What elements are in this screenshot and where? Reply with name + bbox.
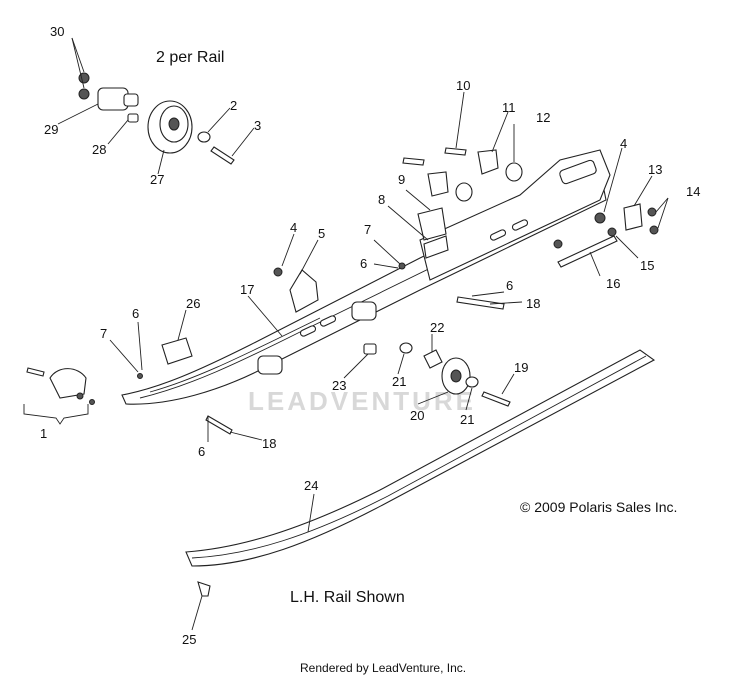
nut-14b — [649, 225, 659, 235]
nut-30a — [78, 72, 90, 84]
callout-22: 22 — [430, 320, 444, 335]
callout-4-left: 4 — [290, 220, 297, 235]
callout-2: 2 — [230, 98, 237, 113]
bolt-19 — [481, 391, 511, 407]
rendered-by-text: Rendered by LeadVenture, Inc. — [300, 661, 466, 675]
callout-15: 15 — [640, 258, 654, 273]
bushing-22 — [423, 349, 443, 369]
callout-bracket-1 — [23, 404, 89, 425]
callout-9: 9 — [398, 172, 405, 187]
callout-25: 25 — [182, 632, 196, 647]
callout-14: 14 — [686, 184, 700, 199]
washer-21b — [465, 376, 479, 388]
wear-bar-24 — [185, 349, 656, 597]
callout-21-left: 21 — [392, 374, 406, 389]
washer-2 — [197, 131, 211, 143]
callout-24: 24 — [304, 478, 318, 493]
callout-10: 10 — [456, 78, 470, 93]
nut-14a — [647, 207, 657, 217]
screw-28 — [127, 113, 139, 123]
callout-30: 30 — [50, 24, 64, 39]
callout-26: 26 — [186, 296, 200, 311]
callout-6-lower: 6 — [198, 444, 205, 459]
callout-12: 12 — [536, 110, 550, 125]
bolt-18-lower — [205, 415, 233, 435]
callout-labels: 30 29 28 27 2 3 10 11 12 4 13 14 9 8 15 … — [40, 24, 700, 647]
per-rail-caption: 2 per Rail — [156, 49, 224, 66]
slider-block-26 — [161, 337, 193, 365]
spacer-8 — [423, 235, 449, 259]
rail-wheel-b — [257, 355, 283, 375]
callout-23: 23 — [332, 378, 346, 393]
callout-6-upper: 6 — [360, 256, 367, 271]
bushing-12 — [505, 162, 523, 182]
callout-20: 20 — [410, 408, 424, 423]
callout-13: 13 — [648, 162, 662, 177]
callout-7-upper: 7 — [364, 222, 371, 237]
watermark-text: LEADVENTURE — [248, 386, 476, 416]
callout-7-left: 7 — [100, 326, 107, 341]
block-11 — [477, 149, 499, 175]
callout-28: 28 — [92, 142, 106, 157]
bolt-18-upper — [456, 296, 505, 310]
callout-29: 29 — [44, 122, 58, 137]
callout-18-lower: 18 — [262, 436, 276, 451]
callout-11: 11 — [502, 100, 516, 115]
nut-4-left — [273, 267, 283, 277]
bracket-13 — [623, 203, 643, 231]
bolt-3 — [210, 146, 235, 165]
callout-3: 3 — [254, 118, 261, 133]
block-9 — [417, 207, 447, 241]
callout-6-left: 6 — [132, 306, 139, 321]
nut-30b — [78, 88, 90, 100]
nut-4-right — [594, 212, 606, 224]
washer-21 — [399, 342, 413, 354]
callout-8: 8 — [378, 192, 385, 207]
block-9-a — [427, 171, 449, 197]
callout-6-right: 6 — [506, 278, 513, 293]
idler-wheel-assembly — [78, 72, 235, 165]
bolt-23 — [363, 343, 377, 355]
callout-4-right: 4 — [620, 136, 627, 151]
callout-18-upper: 18 — [526, 296, 540, 311]
callout-17: 17 — [240, 282, 254, 297]
copyright-text: © 2009 Polaris Sales Inc. — [520, 499, 677, 515]
rail-tip-1 — [49, 368, 87, 399]
callout-19: 19 — [514, 360, 528, 375]
front-bracket-5 — [289, 269, 319, 313]
shaft-16 — [557, 235, 618, 268]
washer-15 — [607, 227, 617, 237]
slide-rail — [26, 149, 611, 405]
screw-25 — [197, 581, 211, 597]
callout-1: 1 — [40, 426, 47, 441]
callout-16: 16 — [606, 276, 620, 291]
rail-shown-caption: L.H. Rail Shown — [290, 589, 405, 606]
callout-27: 27 — [150, 172, 164, 187]
callout-5: 5 — [318, 226, 325, 241]
rail-wheel-a — [351, 301, 377, 321]
leader-lines — [57, 37, 669, 631]
bolt-10 — [444, 147, 467, 156]
callout-21-right: 21 — [460, 412, 474, 427]
center-hardware — [205, 296, 511, 435]
